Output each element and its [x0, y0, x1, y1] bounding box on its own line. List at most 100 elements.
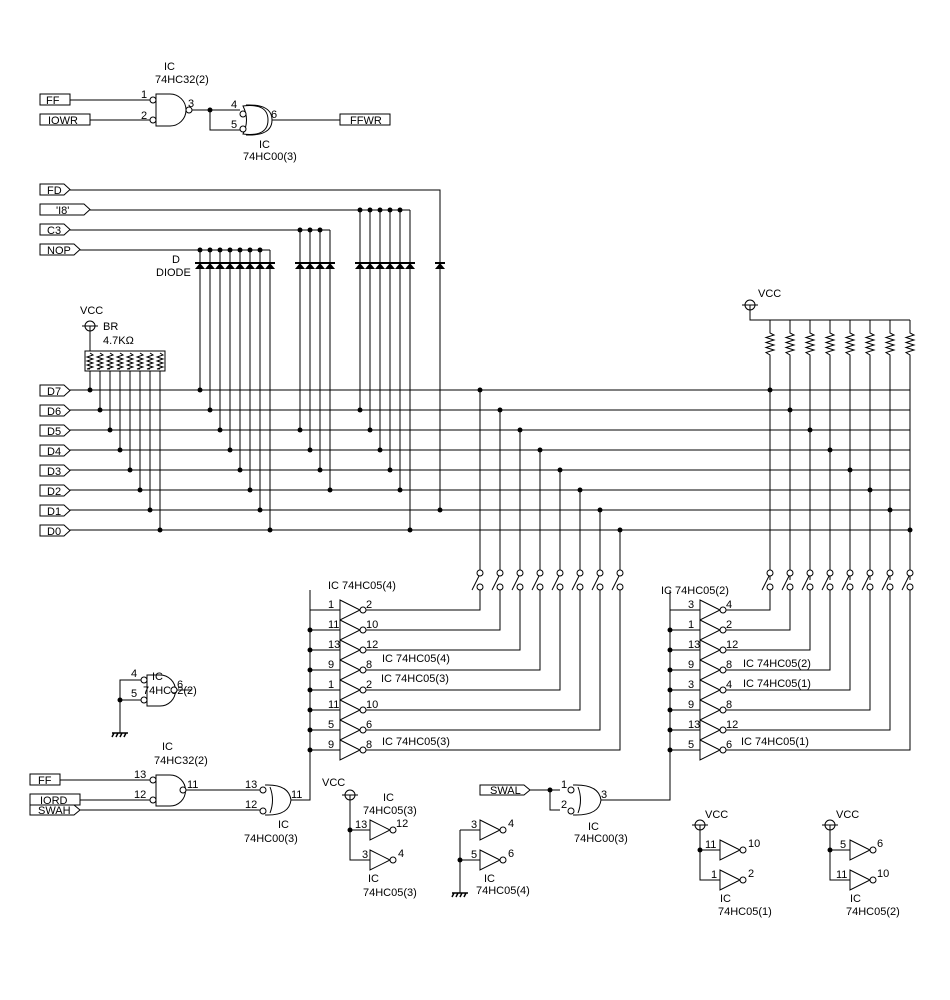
spare-inverters-c: VCC 11 10 1 2 IC 74HC05(1)	[692, 809, 772, 918]
resistor-zigzag	[135, 352, 145, 370]
switch-contact	[806, 583, 814, 591]
switch-contact	[906, 569, 914, 577]
resistor-value: 4.7KΩ	[103, 335, 134, 347]
inverter-icon	[699, 599, 722, 621]
switch-contact	[906, 583, 914, 591]
switch-contact	[846, 583, 854, 591]
ic-part: 74HC05(3)	[363, 887, 417, 899]
nand-gate-74hc32	[149, 774, 187, 807]
port-label: SWAH	[38, 805, 71, 817]
inverter-output	[726, 590, 871, 711]
port-nop: NOP	[39, 243, 81, 257]
inverter-output	[366, 590, 501, 631]
pin-number: 12	[396, 818, 408, 830]
switch-contact	[476, 583, 484, 591]
pullup-resistor	[784, 320, 796, 580]
diode-icon	[315, 263, 325, 269]
swah-logic: FF IORD SWAH 13 12 IC 74HC32(2) 11 13 12…	[29, 590, 311, 845]
switch-lever	[781, 575, 790, 591]
unused-nand-74hc32: IC 74HC32(2) 4 5 6	[111, 668, 197, 738]
pin-number: 9	[688, 699, 694, 711]
ic-label: IC	[588, 821, 599, 833]
switch-contact	[786, 583, 794, 591]
pin-number: 2	[726, 619, 732, 631]
port-d5: D5	[39, 424, 71, 438]
ic-part: 74HC00(3)	[243, 151, 297, 163]
switch-lever	[611, 575, 620, 591]
switch-lever	[881, 575, 890, 591]
port-d6: D6	[39, 404, 71, 418]
resistor-zigzag	[155, 352, 165, 370]
junction-dot	[617, 527, 623, 533]
pin-number: 10	[366, 699, 378, 711]
switch-contact	[536, 583, 544, 591]
port-label: 'I8'	[56, 205, 69, 217]
junction-dot	[257, 247, 263, 253]
switch-contact	[766, 569, 774, 577]
port-label: C3	[47, 225, 61, 237]
nor-gate-74hc00	[567, 784, 602, 816]
dip-switches	[471, 387, 914, 591]
diode-icon	[265, 263, 275, 269]
port-i8: 'I8'	[39, 203, 91, 217]
inverter-icon	[339, 699, 362, 721]
pin-number: 9	[688, 659, 694, 671]
switch-lever	[511, 575, 520, 591]
resistor-zigzag	[105, 352, 115, 370]
pin-number: 13	[688, 639, 700, 651]
port-label: SWAL	[490, 785, 521, 797]
junction-dot	[317, 227, 323, 233]
port-swal: SWAL	[479, 784, 531, 797]
port-swah: SWAH	[29, 804, 81, 817]
port-label: D4	[47, 446, 61, 458]
switch-contact	[516, 569, 524, 577]
ic-label: IC	[164, 61, 175, 73]
vcc-label: VCC	[705, 809, 728, 821]
resistor-zigzags	[85, 352, 165, 533]
diode-icon	[375, 263, 385, 269]
pin-number: 6	[877, 838, 883, 850]
diode-icon	[405, 263, 415, 269]
inverter-icon	[339, 599, 362, 621]
spare-inverters-b: 3 4 5 6 IC 74HC05(4)	[451, 818, 530, 898]
pin-number: 12	[726, 719, 738, 731]
swal-logic: SWAL 1 2 3 IC 74HC00(3)	[479, 590, 671, 845]
ic-label: IC 74HC05(3)	[381, 673, 449, 685]
pin-number: 1	[141, 89, 147, 101]
junction-dot	[197, 247, 203, 253]
ic-label: IC	[278, 819, 289, 831]
junction-dot	[207, 247, 213, 253]
diode-ref: D	[172, 254, 180, 266]
switch-contact	[496, 583, 504, 591]
diode-icon	[325, 263, 335, 269]
switch-contact	[826, 569, 834, 577]
pin-number: 3	[688, 599, 694, 611]
pullup-resistor	[904, 320, 916, 580]
port-ff-bottom: FF	[29, 773, 61, 787]
inverter-output	[366, 590, 561, 691]
switch-contact	[886, 583, 894, 591]
switch-contact	[616, 569, 624, 577]
port-d3: D3	[39, 464, 71, 478]
resistor-zigzag	[125, 352, 135, 370]
ic-label: IC 74HC05(1)	[741, 736, 809, 748]
pin-number: 6	[271, 109, 277, 121]
inverter-output	[366, 590, 601, 731]
switch-contact	[476, 569, 484, 577]
port-d1: D1	[39, 504, 71, 518]
junction-dot	[907, 527, 913, 533]
pullup-resistors: VCC	[742, 288, 916, 580]
nor-gate-74hc00	[259, 784, 292, 816]
resistor-zigzag	[115, 352, 125, 370]
pin-number: 3	[188, 98, 194, 110]
diode-icon	[195, 263, 205, 269]
junction-dot	[477, 387, 483, 393]
diode-matrix	[195, 190, 445, 533]
port-label: FD	[47, 185, 62, 197]
junction-dot	[497, 407, 503, 413]
junction-dot	[247, 247, 253, 253]
port-d0: D0	[39, 524, 71, 538]
port-label: D7	[47, 386, 61, 398]
pin-number: 3	[601, 789, 607, 801]
